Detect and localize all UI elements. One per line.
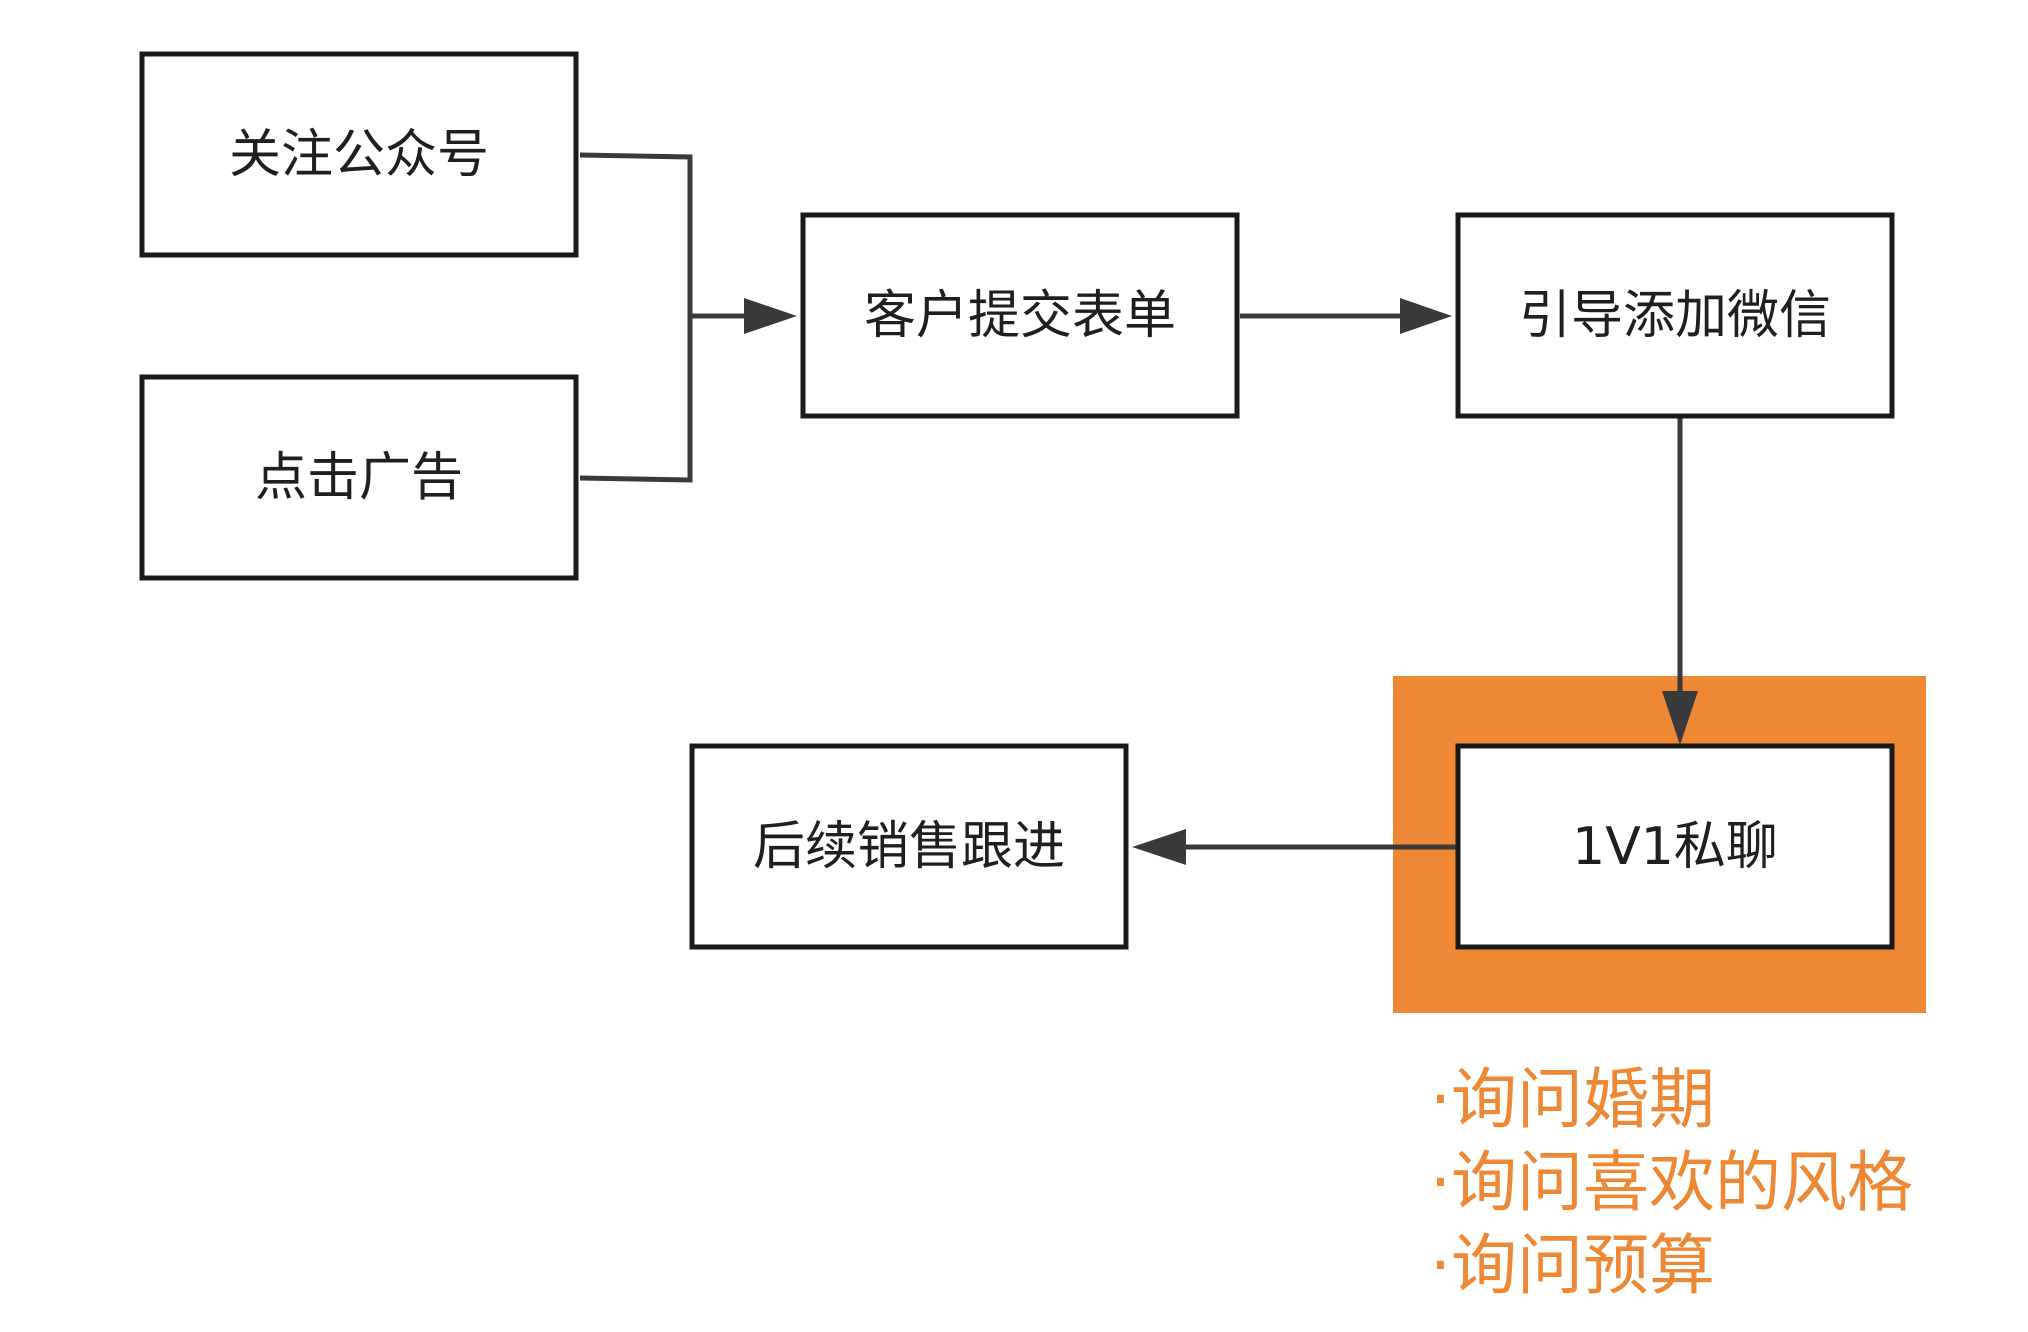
note-budget: ·询问预算 <box>1430 1227 1715 1304</box>
note-preferred-style: ·询问喜欢的风格 <box>1430 1144 1913 1221</box>
arrowhead-into-followup <box>1132 829 1186 865</box>
node-label: 1V1私聊 <box>1572 817 1778 877</box>
node-label: 点击广告 <box>255 448 463 508</box>
arrowhead-into-chat <box>1662 691 1698 745</box>
node-private-chat: 1V1私聊 <box>1455 743 1895 950</box>
node-label: 关注公众号 <box>229 125 489 185</box>
chat-notes: ·询问婚期 ·询问喜欢的风格 ·询问预算 <box>1430 1061 1913 1304</box>
connector-follow-to-form <box>579 152 760 319</box>
node-click-ad: 点击广告 <box>139 374 579 581</box>
node-label: 引导添加微信 <box>1519 286 1831 346</box>
node-label: 后续销售跟进 <box>753 817 1065 877</box>
node-submit-form: 客户提交表单 <box>800 212 1240 419</box>
note-wedding-date: ·询问婚期 <box>1430 1061 1715 1138</box>
node-label: 客户提交表单 <box>864 286 1176 346</box>
arrowhead-into-wechat <box>1400 298 1452 334</box>
node-add-wechat: 引导添加微信 <box>1455 212 1895 419</box>
connector-ad-to-form <box>579 316 693 483</box>
arrowhead-into-form <box>744 298 797 334</box>
node-sales-followup: 后续销售跟进 <box>689 743 1129 950</box>
node-follow-official-account: 关注公众号 <box>139 51 579 258</box>
